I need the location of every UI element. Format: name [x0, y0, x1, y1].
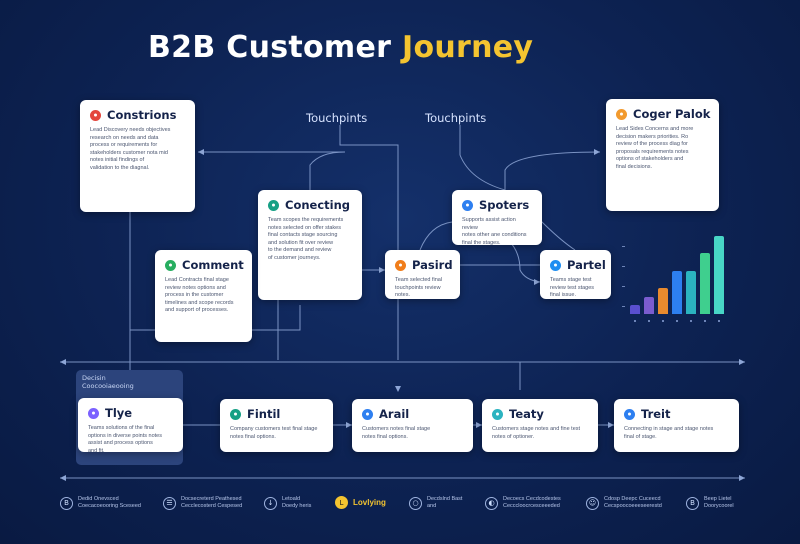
card-teaty[interactable]: ● Teaty Customers stage notes and fine te…	[482, 399, 598, 452]
download-icon: ↓	[264, 496, 277, 510]
bar-x-tick	[648, 320, 650, 322]
card-title: Spoters	[479, 198, 530, 212]
card-body: Company customers test final stage notes…	[230, 426, 318, 440]
constrions-dot-icon: ●	[90, 109, 101, 121]
legend-item: ◐ Decoecs Cecdcodestes Cecccloocrcesceeed…	[485, 496, 561, 510]
bar	[686, 271, 696, 314]
card-pasird[interactable]: ● Pasird Team selected final touchpoints …	[385, 250, 460, 299]
spoters-dot-icon: ●	[462, 199, 473, 211]
title-accent: Journey	[401, 30, 534, 65]
card-body: Lead Discovery needs objectives research…	[90, 127, 171, 171]
bar-x-tick	[690, 320, 692, 322]
fintil-dot-icon: ●	[230, 408, 241, 420]
legend-text: Cdosp Deepc Cuceecd Cecspoocoeeeseerestd	[604, 496, 662, 509]
legend-item: L Lovlying	[335, 496, 386, 509]
b-icon: B	[60, 496, 73, 510]
bar-axis-tick	[622, 246, 625, 247]
bar	[644, 297, 654, 314]
teaty-dot-icon: ●	[492, 408, 503, 420]
coger-palok-dot-icon: ●	[616, 108, 627, 120]
touchpoint-label-2: Touchpints	[425, 111, 487, 125]
card-body: Teams stage test review test stages fina…	[550, 277, 595, 299]
card-title: Teaty	[509, 407, 544, 421]
bar	[658, 288, 668, 314]
legend-text: Beep Lietel Doorycoorel	[704, 496, 734, 509]
legend-item: ☰ Docsecreterd Peathesed Cecclecosterd Ce…	[163, 496, 242, 510]
tlye-dot-icon: ●	[88, 407, 99, 419]
card-title: Pasird	[412, 258, 453, 272]
stage-panel-label: Decisin Coocooiaeooing	[82, 374, 134, 390]
bar	[672, 271, 682, 314]
card-body: Teams solutions of the final options in …	[88, 425, 162, 452]
card-title: Arail	[379, 407, 410, 421]
card-body: Customers notes final stage notes final …	[362, 426, 431, 440]
card-title: Partel	[567, 258, 606, 272]
list-icon: ☰	[163, 496, 176, 510]
card-body: Lead Sides Concerns and more decision ma…	[616, 126, 694, 170]
circle-icon: ○	[409, 496, 422, 510]
legend-text: Dedid Onevsced Coecacoeooring Sceseed	[78, 496, 141, 509]
pasird-dot-icon: ●	[395, 259, 406, 271]
legend-text: Decdslnd Bast and	[427, 496, 463, 509]
card-treit[interactable]: ● Treit Connecting in stage and stage not…	[614, 399, 739, 452]
treit-dot-icon: ●	[624, 408, 635, 420]
card-conecting[interactable]: ● Conecting Team scopes the requirements …	[258, 190, 362, 300]
card-body: Lead Contracts final stage review notes …	[165, 277, 234, 314]
b-icon: B	[686, 496, 699, 510]
legend-item: B Beep Lietel Doorycoorel	[686, 496, 734, 510]
card-spoters[interactable]: ● Spoters Supports assist action review n…	[452, 190, 542, 245]
bar-x-tick	[634, 320, 636, 322]
legend-item: ○ Decdslnd Bast and	[409, 496, 462, 510]
title-main: B2B Customer	[148, 30, 392, 65]
card-body: Team selected final touchpoints review n…	[395, 277, 443, 299]
bar-x-tick	[676, 320, 678, 322]
card-title: Tlye	[105, 406, 133, 420]
legend-text: Letoald Doedy heris	[282, 496, 312, 509]
legend-item: B Dedid Onevsced Coecacoeooring Sceseed	[60, 496, 141, 510]
legend-text: Docsecreterd Peathesed Cecclecosterd Ces…	[181, 496, 243, 509]
legend-item: ☺ Cdosp Deepc Cuceecd Cecspoocoeeeseerest…	[586, 496, 662, 510]
card-title: Constrions	[107, 108, 177, 122]
card-title: Fintil	[247, 407, 281, 421]
face-icon: ☺	[586, 496, 599, 510]
bar	[630, 305, 640, 314]
card-partel[interactable]: ● Partel Teams stage test review test sta…	[540, 250, 611, 299]
legend-text: Decoecs Cecdcodestes Cecccloocrcesceeede…	[503, 496, 561, 509]
bar-graphic	[622, 236, 734, 326]
bar-axis-tick	[622, 266, 625, 267]
page-title: B2B Customer Journey	[148, 30, 533, 65]
half-circle-icon: ◐	[485, 496, 498, 510]
legend-text: Lovlying	[353, 498, 386, 507]
card-coger-palok[interactable]: ● Coger Palok Lead Sides Concerns and mor…	[606, 99, 719, 211]
card-arail[interactable]: ● Arail Customers notes final stage notes…	[352, 399, 473, 452]
bar-x-tick	[704, 320, 706, 322]
bar-axis-tick	[622, 286, 625, 287]
card-body: Team scopes the requirements notes selec…	[268, 217, 344, 261]
card-tlye[interactable]: ● Tlye Teams solutions of the final optio…	[78, 398, 183, 452]
arail-dot-icon: ●	[362, 408, 373, 420]
card-comment[interactable]: ● Comment Lead Contracts final stage revi…	[155, 250, 252, 342]
legend-item: ↓ Letoald Doedy heris	[264, 496, 311, 510]
card-title: Coger Palok	[633, 107, 711, 121]
bar-x-tick	[718, 320, 720, 322]
comment-dot-icon: ●	[165, 259, 176, 271]
card-title: Comment	[182, 258, 244, 272]
bar	[700, 253, 710, 314]
card-body: Connecting in stage and stage notes fina…	[624, 426, 714, 440]
card-title: Conecting	[285, 198, 351, 212]
card-fintil[interactable]: ● Fintil Company customers test final sta…	[220, 399, 333, 452]
l-icon: L	[335, 496, 348, 509]
card-body: Supports assist action review notes othe…	[462, 217, 527, 245]
bar	[714, 236, 724, 314]
bar-axis-tick	[622, 306, 625, 307]
card-title: Treit	[641, 407, 671, 421]
conecting-dot-icon: ●	[268, 199, 279, 211]
partel-dot-icon: ●	[550, 259, 561, 271]
touchpoint-label-1: Touchpints	[306, 111, 368, 125]
card-body: Customers stage notes and fine test note…	[492, 426, 581, 440]
bar-x-tick	[662, 320, 664, 322]
card-constrions[interactable]: ● Constrions Lead Discovery needs objecti…	[80, 100, 195, 212]
